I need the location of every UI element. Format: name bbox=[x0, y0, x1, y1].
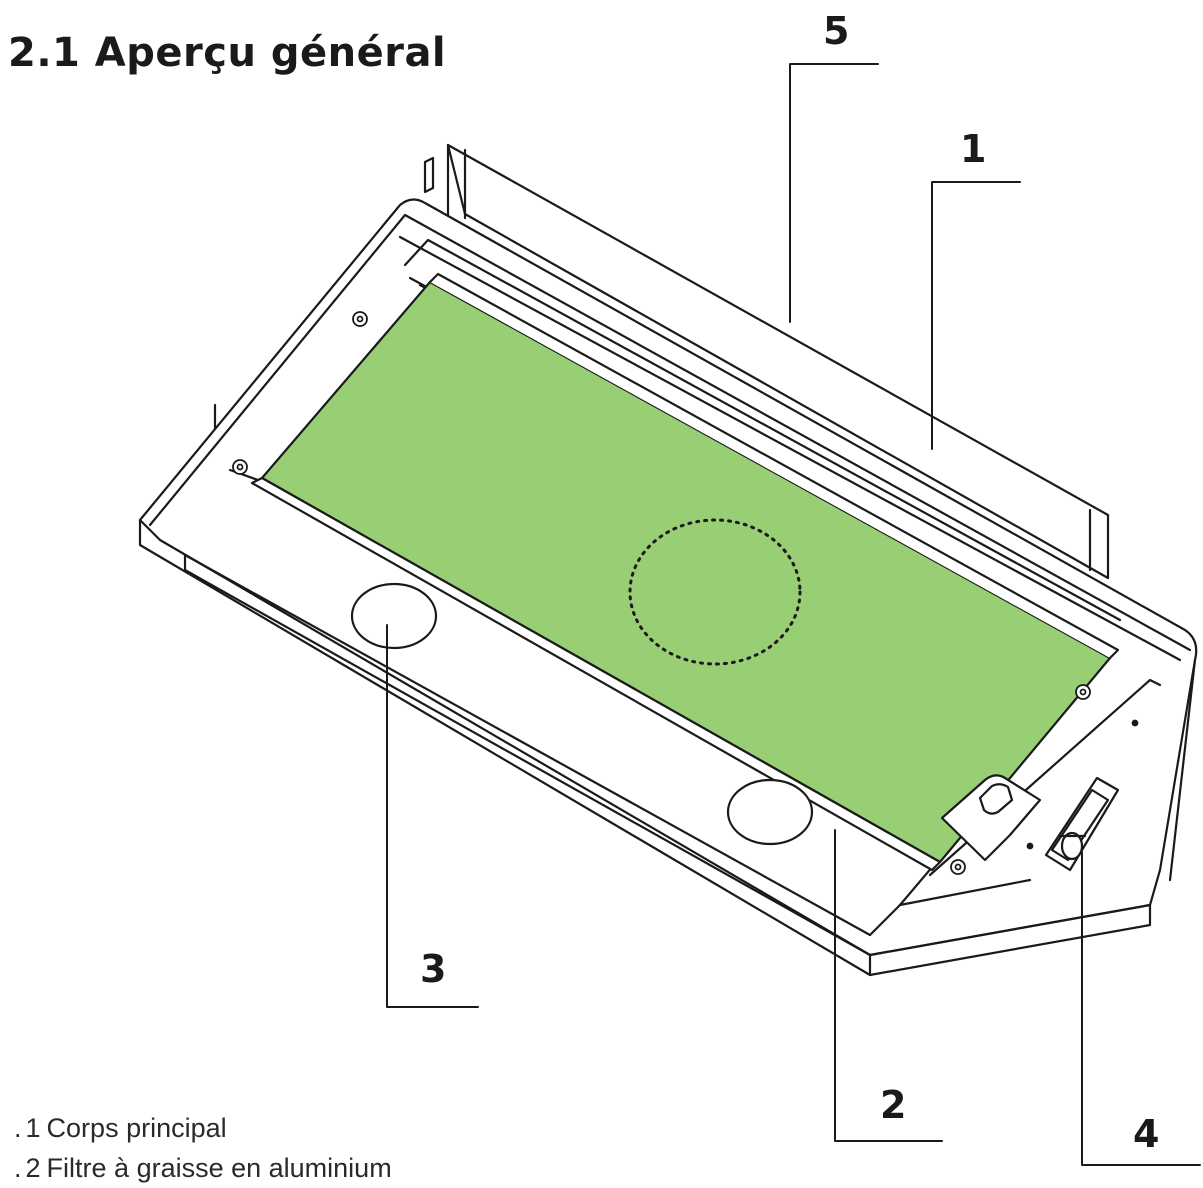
fan-outline bbox=[628, 518, 802, 666]
callout-2: 2 bbox=[880, 1083, 906, 1127]
legend-item-2: . 2 Filtre à graisse en aluminium bbox=[14, 1148, 392, 1188]
grease-filter bbox=[250, 272, 1120, 872]
legend-number: 2 bbox=[25, 1153, 41, 1183]
callout-3: 3 bbox=[420, 947, 446, 991]
light-2 bbox=[726, 778, 814, 846]
callout-leaders bbox=[386, 63, 1201, 1166]
screws bbox=[232, 311, 1139, 875]
light-1 bbox=[350, 582, 438, 650]
callout-1: 1 bbox=[960, 127, 986, 171]
parts-legend: . 1 Corps principal . 2 Filtre à graisse… bbox=[14, 1108, 392, 1188]
legend-text: Corps principal bbox=[46, 1113, 227, 1143]
legend-text: Filtre à graisse en aluminium bbox=[46, 1153, 392, 1183]
callout-5: 5 bbox=[823, 9, 849, 53]
main-body-housing bbox=[213, 143, 1110, 580]
control-switch bbox=[1044, 776, 1120, 872]
legend-item-1: . 1 Corps principal bbox=[14, 1108, 392, 1148]
legend-prefix: . bbox=[14, 1153, 22, 1183]
callout-4: 4 bbox=[1133, 1112, 1159, 1156]
page-title: 2.1 Aperçu général bbox=[8, 30, 447, 76]
legend-prefix: . bbox=[14, 1113, 22, 1143]
legend-number: 1 bbox=[25, 1113, 41, 1143]
